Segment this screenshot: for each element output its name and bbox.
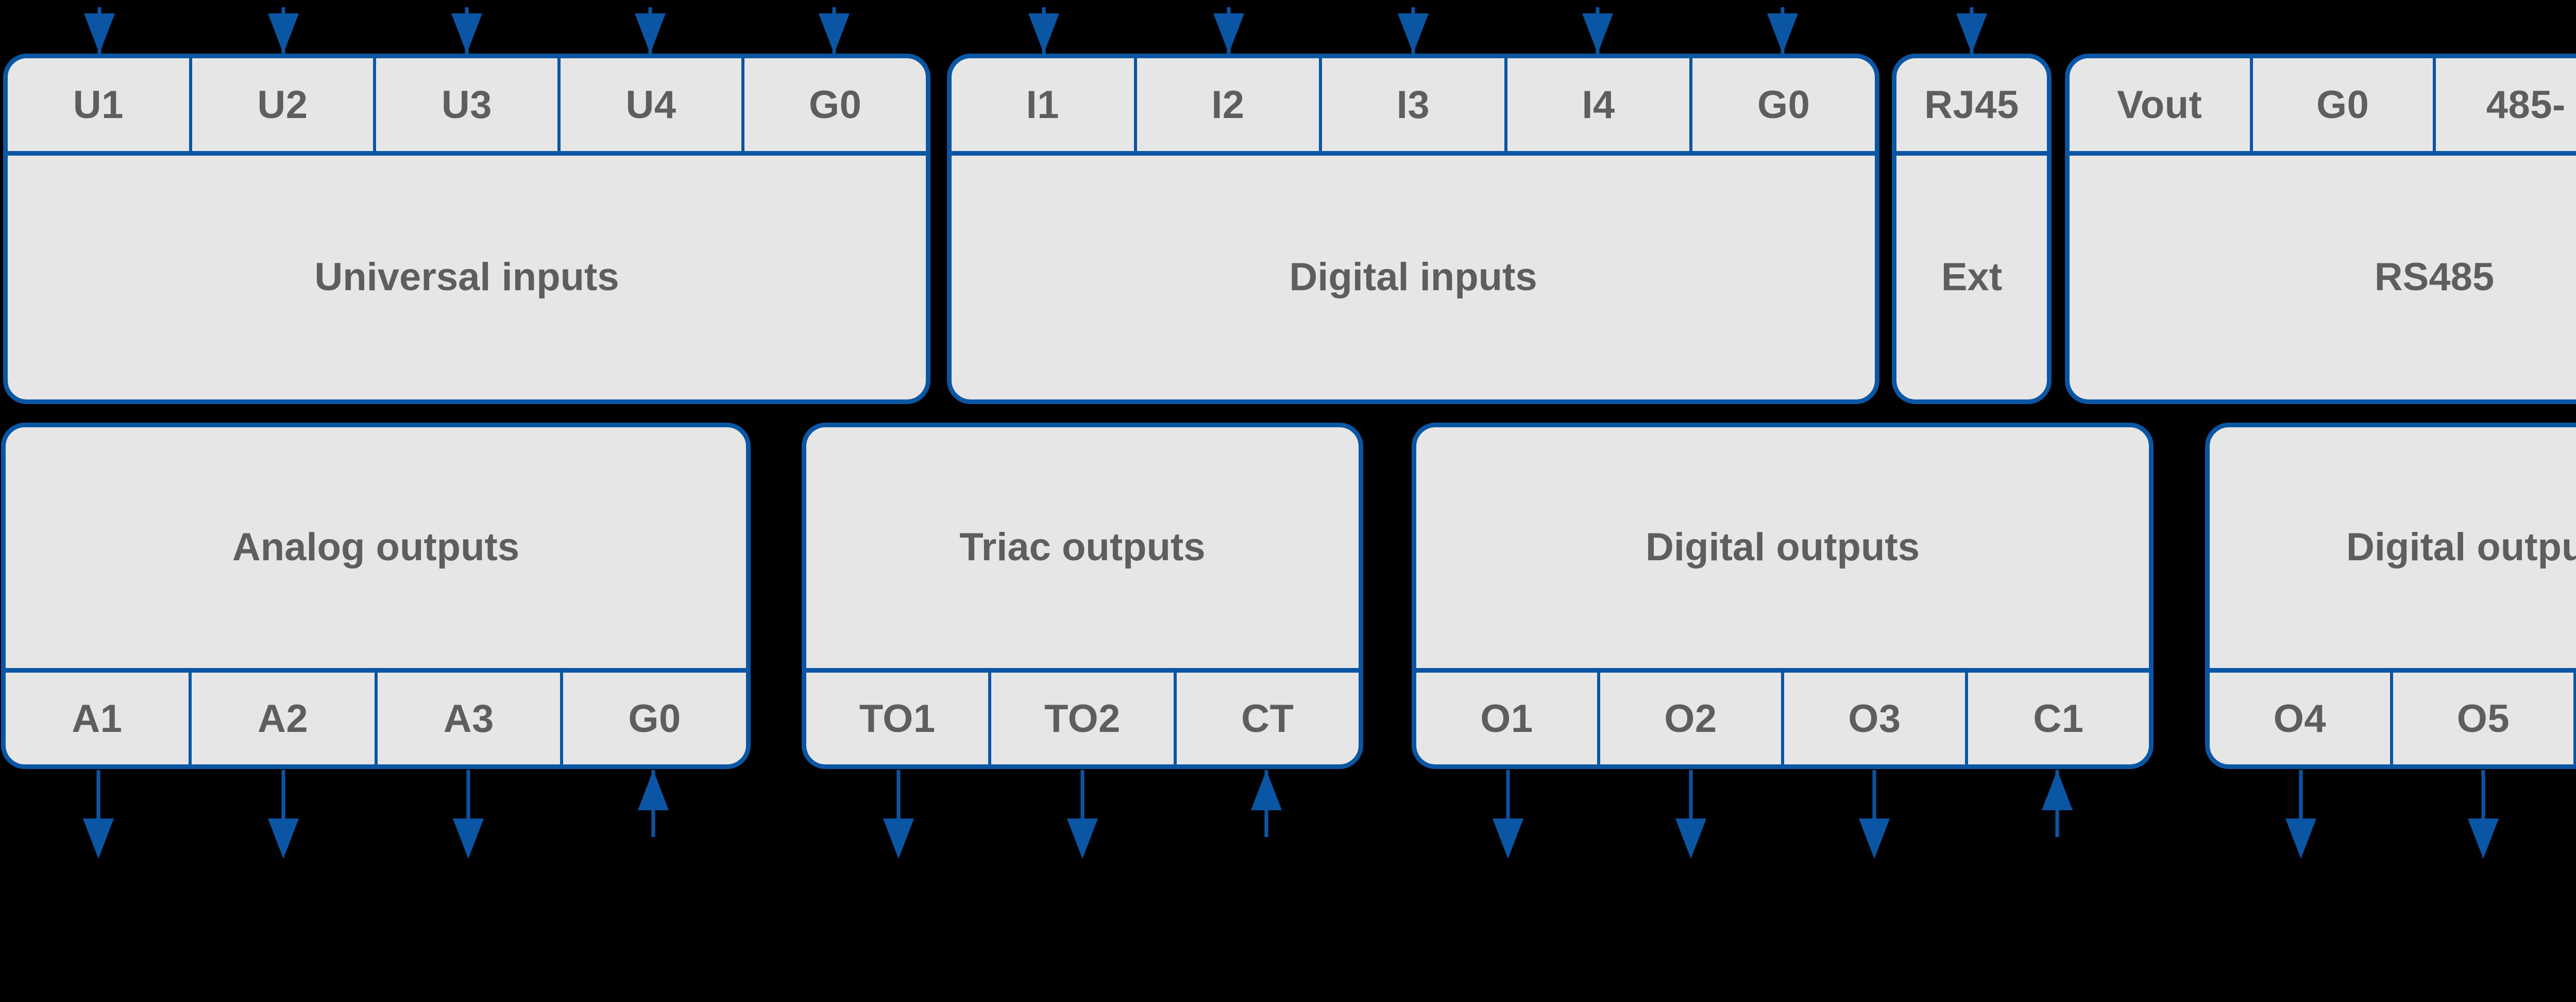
arrow-shaft	[1506, 770, 1510, 823]
arrow-head	[84, 13, 115, 54]
arrow-head	[638, 770, 669, 810]
arrow-head	[1956, 13, 1987, 54]
terminal-cell[interactable]: O4	[2273, 696, 2327, 741]
group-label: Digital outputs	[1646, 525, 1920, 570]
arrow-head	[883, 819, 914, 859]
group-label-row: Analog outputs	[6, 427, 746, 673]
terminal-group: Digital outputsO4 O5C2	[2205, 423, 2576, 769]
arrow-head	[2468, 819, 2499, 859]
arrow-head	[267, 13, 299, 54]
group-label-row: Universal inputs	[8, 156, 926, 399]
terminal-cell[interactable]: TO1	[859, 696, 936, 741]
group-label-row: Digital outputs	[1416, 427, 2149, 673]
arrow-head	[1767, 13, 1798, 54]
terminal-cell[interactable]: U1	[73, 82, 124, 127]
terminal-cell[interactable]: I1	[1026, 82, 1059, 127]
group-label: Ext	[1941, 255, 2003, 299]
group-label-row: Triac outputs	[806, 427, 1359, 673]
terminal-cell[interactable]: U3	[373, 58, 557, 151]
terminal-cell[interactable]: G0	[2249, 58, 2433, 151]
arrow-shaft	[1689, 770, 1693, 823]
group-label: Digital outputs	[2346, 525, 2576, 570]
arrow-shaft	[896, 770, 901, 823]
terminal-cell[interactable]: U2	[189, 58, 374, 151]
arrow-shaft	[2299, 770, 2303, 823]
arrow-head	[1582, 13, 1614, 54]
arrow-head	[1492, 819, 1523, 859]
arrow-head	[82, 819, 114, 859]
terminal-cell[interactable]: Vout	[2117, 82, 2202, 127]
arrow-shaft	[2481, 770, 2485, 823]
group-label-row: Digital inputs	[952, 156, 1875, 399]
arrow-head	[635, 13, 666, 54]
terminal-cell[interactable]: A3	[374, 673, 561, 764]
arrow-shaft	[466, 770, 470, 823]
arrow-shaft	[96, 770, 100, 823]
terminal-cell[interactable]: A1	[72, 696, 123, 741]
arrow-shaft	[1872, 770, 1876, 823]
terminal-cell[interactable]: TO2	[988, 673, 1173, 764]
arrow-head	[267, 819, 299, 859]
terminal-cell[interactable]: U4	[557, 58, 742, 151]
terminal-cell[interactable]: CT	[1173, 673, 1359, 764]
arrow-head	[1213, 13, 1244, 54]
group-label-row: Ext	[1896, 156, 2047, 399]
arrow-head	[1398, 13, 1429, 54]
terminal-row: O4 O5C2	[2210, 673, 2576, 764]
terminal-row: RJ45	[1896, 58, 2047, 156]
arrow-head	[1028, 13, 1060, 54]
terminal-cell[interactable]: A2	[188, 673, 375, 764]
arrow-head	[2285, 819, 2316, 859]
group-label: Digital inputs	[1289, 255, 1537, 299]
terminal-cell[interactable]: C2	[2573, 673, 2576, 764]
arrow-shaft	[1080, 770, 1084, 823]
terminal-cell[interactable]: I3	[1319, 58, 1504, 151]
arrow-head	[1675, 819, 1707, 859]
group-label-row: Digital outputs	[2210, 427, 2576, 673]
terminal-cell[interactable]: O5	[2390, 673, 2573, 764]
arrow-head	[451, 13, 482, 54]
terminal-cell[interactable]: I2	[1133, 58, 1319, 151]
arrow-head	[1251, 770, 1282, 810]
group-label: Analog outputs	[232, 525, 520, 570]
arrow-head	[1067, 819, 1098, 859]
terminal-cell[interactable]: C1	[1965, 673, 2149, 764]
group-label: Universal inputs	[314, 255, 619, 299]
arrow-head	[1858, 819, 1890, 859]
arrow-head	[818, 13, 850, 54]
arrow-head	[453, 819, 484, 859]
terminal-cell[interactable]: O1	[1480, 696, 1533, 741]
terminal-cell[interactable]: RJ45	[1924, 82, 2019, 127]
terminal-cell[interactable]: G0	[1689, 58, 1875, 151]
terminal-cell[interactable]: G0	[741, 58, 926, 151]
arrow-head	[2042, 770, 2073, 810]
terminal-cell[interactable]: 485-	[2433, 58, 2576, 151]
group-label-row: RS485	[2070, 156, 2576, 399]
terminal-cell[interactable]: I4	[1504, 58, 1690, 151]
group-label: Triac outputs	[959, 525, 1206, 570]
terminal-cell[interactable]: O2	[1597, 673, 1781, 764]
terminal-cell[interactable]: G0	[560, 673, 746, 764]
arrow-shaft	[281, 770, 285, 823]
terminal-cell[interactable]: O3	[1781, 673, 1965, 764]
group-label: RS485	[2374, 255, 2495, 299]
